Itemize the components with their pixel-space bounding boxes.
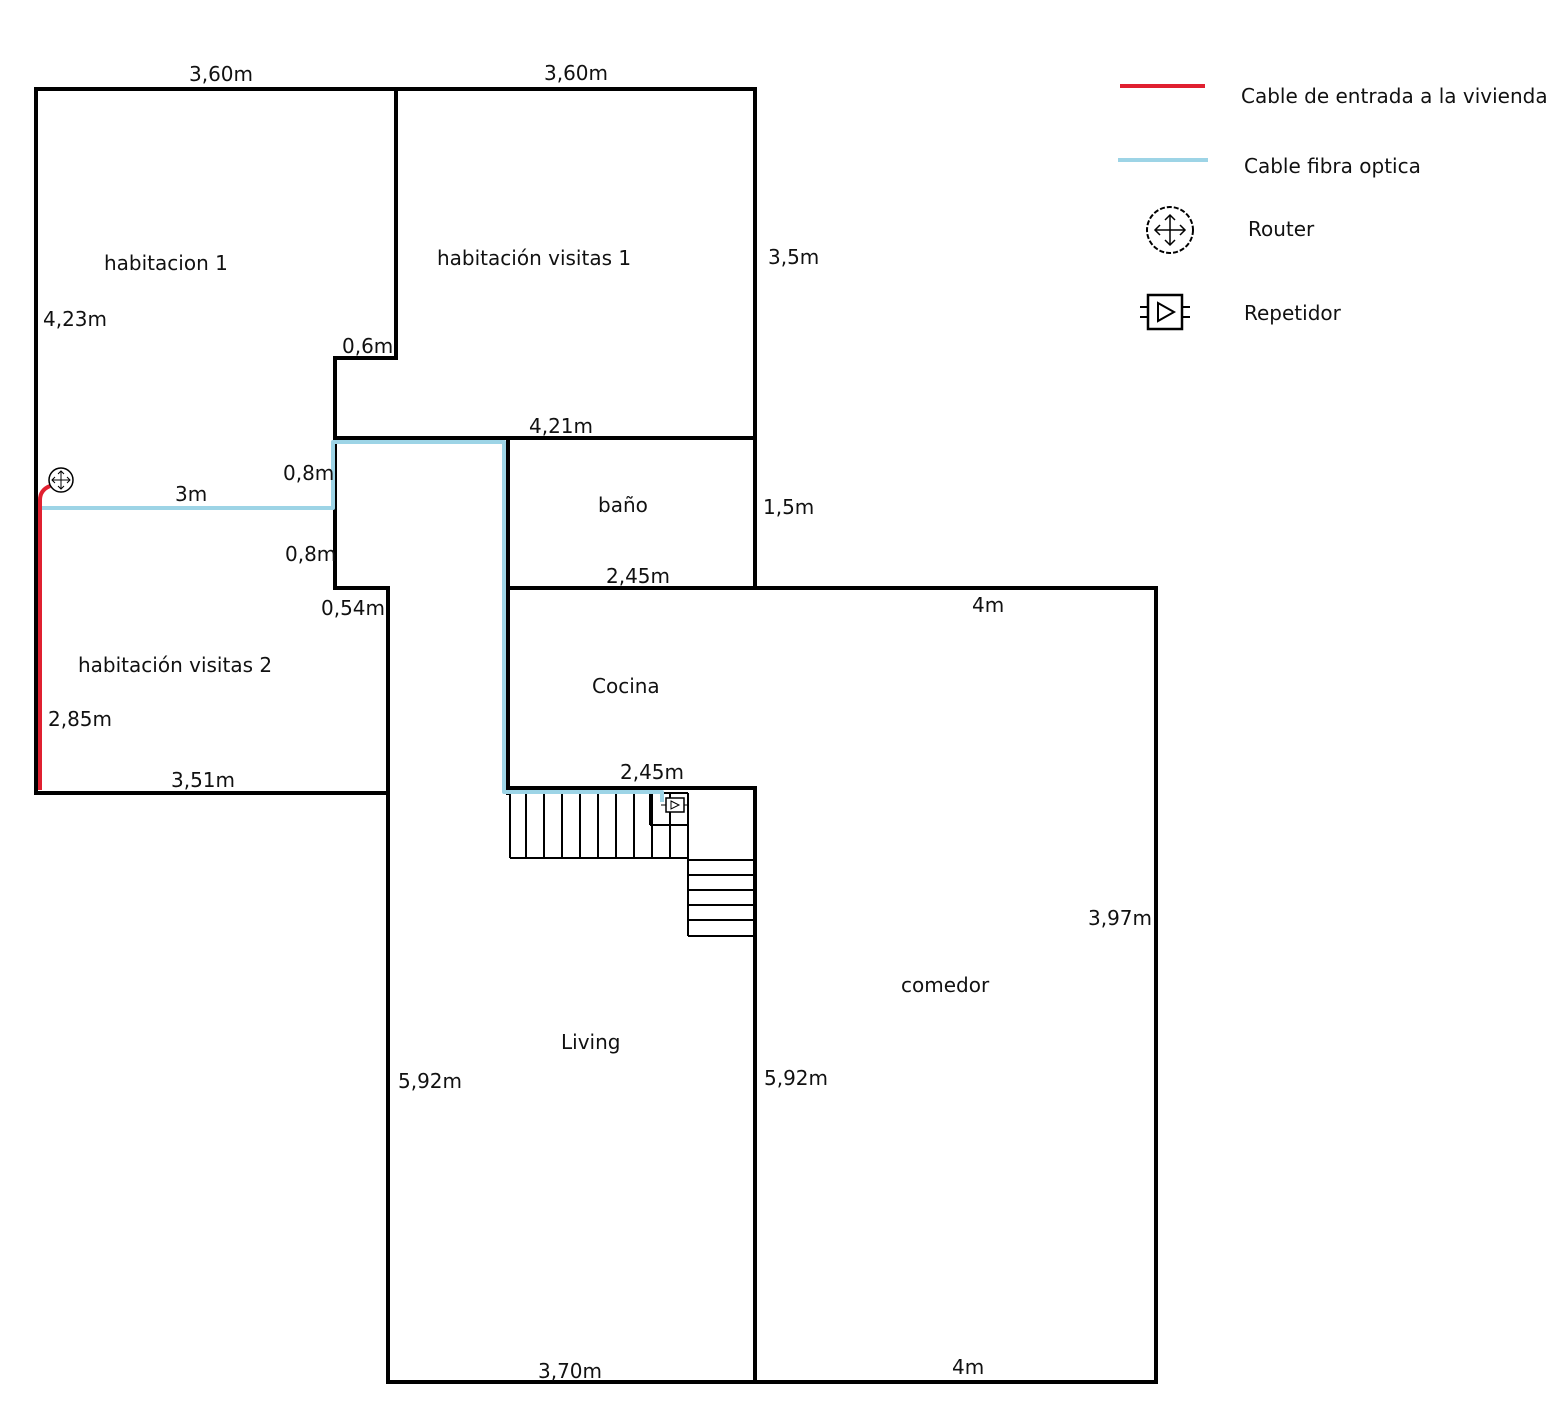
- legend-router-label: Router: [1248, 217, 1315, 241]
- dim-corridor-3m: 3m: [175, 482, 207, 506]
- legend-router-icon: [1146, 206, 1194, 254]
- dim-cocina-bottom: 2,45m: [620, 760, 684, 784]
- dim-notch-054: 0,54m: [321, 596, 385, 620]
- wall-outer-top-left: [34, 87, 1158, 1384]
- dim-visitas2-height: 2,85m: [48, 707, 112, 731]
- dim-living-bottom: 3,70m: [538, 1359, 602, 1383]
- dim-visitas1-bottom: 4,21m: [529, 414, 593, 438]
- dim-visitas2-bottom: 3,51m: [171, 768, 235, 792]
- dim-visitas1-height: 3,5m: [768, 245, 819, 269]
- wall-notch-06: [333, 356, 757, 440]
- legend: Cable de entrada a la vivienda Cable fib…: [1118, 84, 1548, 331]
- dim-living-right: 5,92m: [764, 1066, 828, 1090]
- dim-living-left: 5,92m: [398, 1069, 462, 1093]
- legend-fiber-cable-label: Cable fibra optica: [1244, 154, 1421, 178]
- room-comedor: comedor: [901, 973, 990, 997]
- stairs: [508, 792, 755, 937]
- dim-comedor-height: 3,97m: [1088, 906, 1152, 930]
- room-habitacion-1: habitacion 1: [104, 251, 228, 275]
- router-icon: [48, 467, 74, 493]
- wall-hall-left: [333, 436, 390, 795]
- room-cocina: Cocina: [592, 674, 660, 698]
- fiber-optic-cable: [40, 440, 664, 802]
- dim-comedor-bottom: 4m: [952, 1355, 984, 1379]
- dim-hab1-height: 4,23m: [43, 307, 107, 331]
- dim-notch-06: 0,6m: [342, 334, 393, 358]
- room-bano: baño: [598, 493, 648, 517]
- dim-top-left: 3,60m: [189, 62, 253, 86]
- dim-bano-height: 1,5m: [763, 495, 814, 519]
- dim-hall-08-lower: 0,8m: [285, 542, 336, 566]
- walls: [34, 87, 1158, 1384]
- room-habitacion-visitas-2: habitación visitas 2: [78, 653, 272, 677]
- room-living: Living: [561, 1030, 620, 1054]
- dim-comedor-top: 4m: [972, 593, 1004, 617]
- legend-repeater-icon: [1140, 293, 1190, 331]
- entry-cable: [38, 484, 51, 790]
- room-habitacion-visitas-1: habitación visitas 1: [437, 246, 631, 270]
- dim-hall-08-upper: 0,8m: [283, 461, 334, 485]
- repeater-icon: [661, 797, 689, 813]
- dim-top-right: 3,60m: [544, 61, 608, 85]
- legend-entry-cable-label: Cable de entrada a la vivienda: [1241, 84, 1548, 108]
- legend-repeater-label: Repetidor: [1244, 301, 1342, 325]
- dim-bano-bottom: 2,45m: [606, 564, 670, 588]
